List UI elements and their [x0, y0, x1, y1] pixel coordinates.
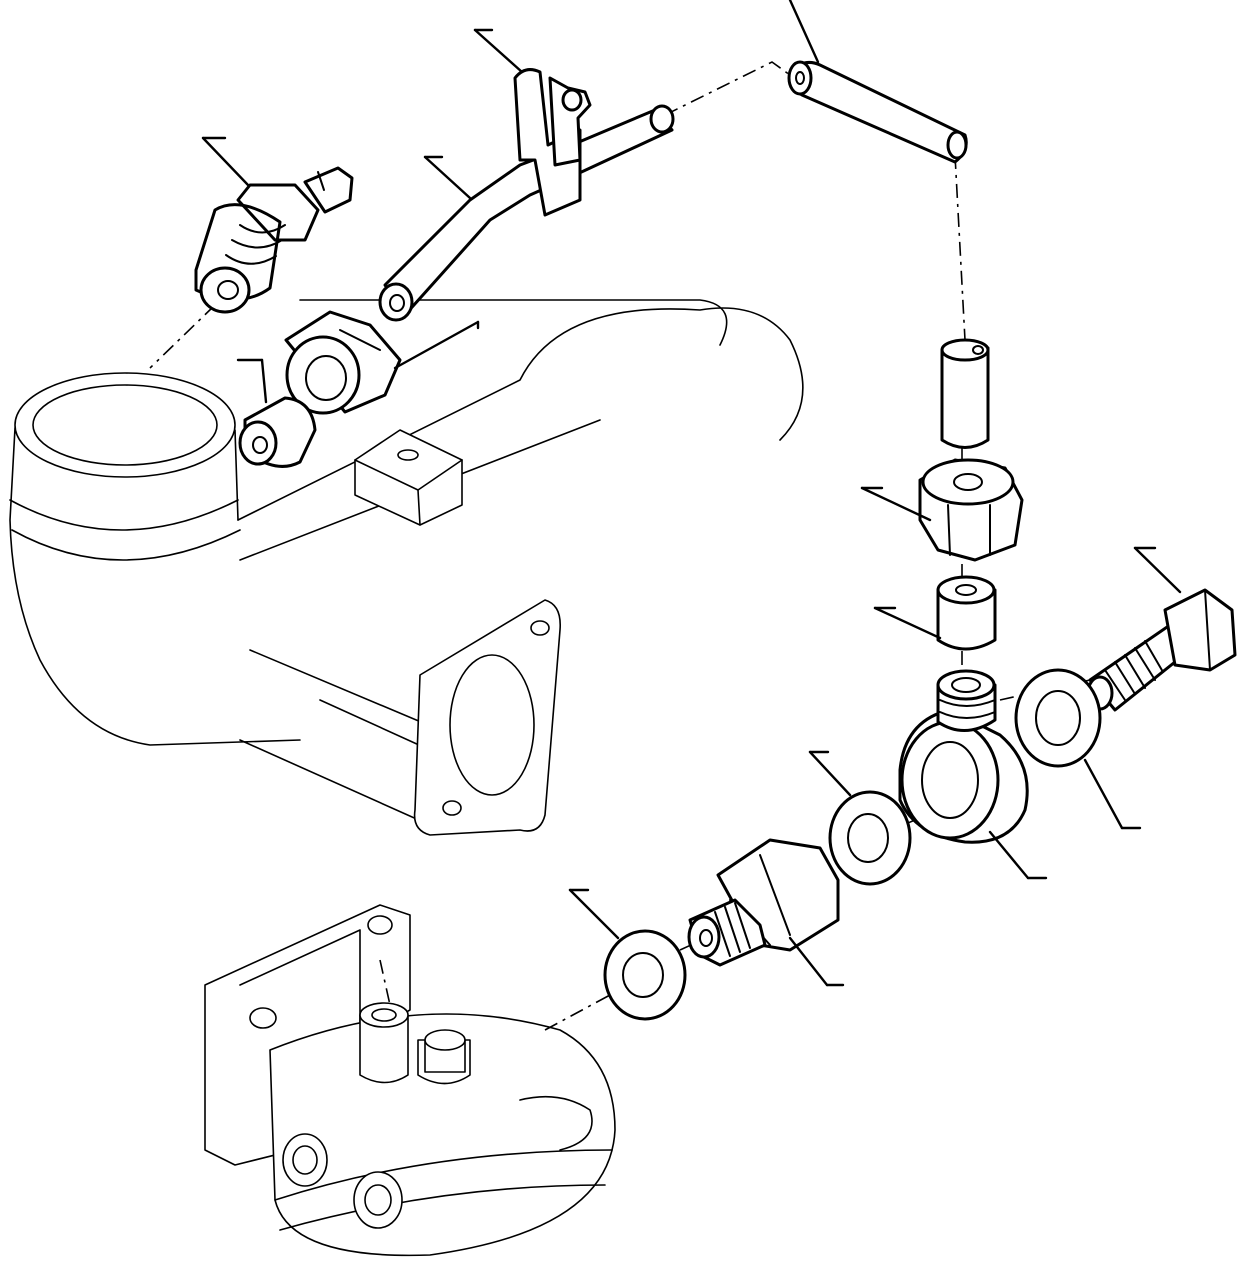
leader-lever: [473, 28, 524, 74]
bent-pipe: [378, 104, 675, 322]
union-nut-right: [918, 458, 1024, 562]
leader-nut-right: [860, 486, 932, 522]
straight-pipe-section: [787, 60, 968, 164]
union-nut-left: [284, 310, 402, 415]
leader-sensor: [201, 136, 250, 187]
leader-pipe: [423, 155, 472, 200]
hex-adapter: [687, 838, 840, 967]
leader-adapter: [788, 936, 829, 987]
leader-sleeve-left-v: [260, 358, 268, 404]
threaded-sensor: [194, 166, 354, 314]
throttle-lever-bracket: [513, 68, 592, 217]
filter-head-housing: [204, 904, 616, 1257]
vertical-pipe-end: [940, 338, 990, 449]
callout-leaders: [201, 0, 1182, 987]
leader-sleeve-right: [873, 606, 942, 640]
olive-sleeve-left: [238, 396, 317, 468]
sealing-washer-lower: [603, 929, 687, 1021]
leader-washer-middle: [808, 750, 852, 797]
leader-washer-right: [1083, 758, 1124, 830]
banjo-bolt: [1086, 588, 1237, 712]
leader-banjo: [988, 830, 1030, 880]
leader-straight-pipe: [788, 0, 820, 64]
leader-banjo-bolt: [1133, 546, 1182, 594]
sealing-washer-right: [1014, 668, 1102, 768]
leader-washer-lower: [568, 888, 620, 940]
intake-manifold: [9, 299, 804, 836]
olive-sleeve-right: [936, 575, 997, 651]
banjo-fitting: [898, 669, 1029, 844]
sealing-washer-middle: [828, 790, 912, 886]
leader-nut-left: [393, 320, 480, 370]
